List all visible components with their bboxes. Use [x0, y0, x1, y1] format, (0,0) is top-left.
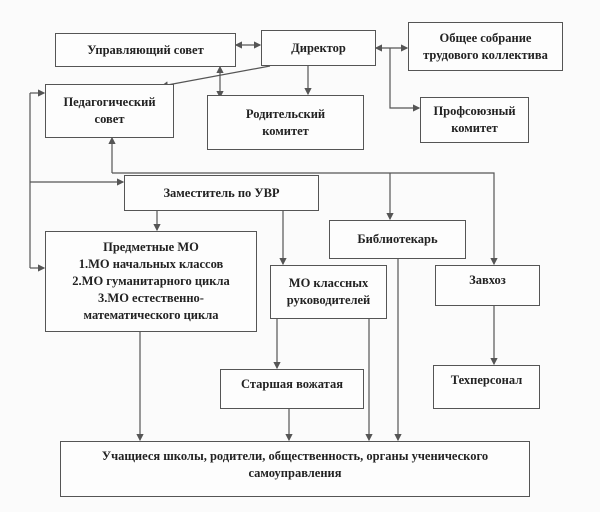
- box-label: Профсоюзный: [433, 104, 516, 118]
- subject-mo-box: Предметные МО 1.МО начальных классов 2.М…: [45, 231, 257, 332]
- box-label: математического цикла: [83, 308, 219, 322]
- box-label: комитет: [451, 121, 498, 135]
- box-label: 3.МО естественно-: [98, 291, 204, 305]
- box-label: Заместитель по УВР: [163, 185, 280, 200]
- box-label: Библиотекарь: [357, 232, 438, 246]
- box-label: Техперсонал: [450, 373, 523, 387]
- tech-staff-box: Техперсонал: [433, 365, 540, 409]
- supply-manager-box: Завхоз: [435, 265, 540, 306]
- deputy-box: Заместитель по УВР: [124, 175, 319, 211]
- librarian-box: Библиотекарь: [329, 220, 466, 259]
- box-label: Управляющий совет: [87, 42, 204, 57]
- box-label: Предметные МО: [103, 240, 199, 254]
- arrow-bus-supply: [112, 172, 498, 266]
- box-label: руководителей: [286, 293, 371, 307]
- box-label: 1.МО начальных классов: [78, 257, 224, 271]
- pedagogical-council-box: Педагогический совет: [45, 84, 174, 138]
- senior-counselor-box: Старшая вожатая: [220, 369, 364, 409]
- box-label: 2.МО гуманитарного цикла: [72, 274, 230, 288]
- box-label: МО классных: [288, 276, 369, 290]
- box-label: совет: [94, 112, 125, 126]
- box-label: комитет: [262, 123, 309, 138]
- box-label: Старшая вожатая: [241, 377, 343, 391]
- box-label: Директор: [291, 40, 346, 55]
- box-label: Общее собрание: [439, 30, 532, 45]
- box-label: Педагогический: [63, 95, 156, 109]
- box-label: Учащиеся школы, родители, общественность…: [101, 449, 489, 463]
- box-label: трудового коллектива: [423, 47, 548, 62]
- arrow-director-union: [389, 48, 421, 112]
- box-label: Родительский: [245, 106, 326, 121]
- arrow-director-pedcouncil: [160, 65, 271, 89]
- box-label: Завхоз: [469, 273, 506, 287]
- governing-council-box: Управляющий совет: [55, 33, 236, 67]
- class-teachers-mo-box: МО классных руководителей: [270, 265, 387, 319]
- box-label: самоуправления: [248, 466, 342, 480]
- parent-committee-box: Родительский комитет: [207, 95, 364, 150]
- students-box: Учащиеся школы, родители, общественность…: [60, 441, 530, 497]
- trade-union-box: Профсоюзный комитет: [420, 97, 529, 143]
- director-box: Директор: [261, 30, 376, 66]
- general-meeting-box: Общее собрание трудового коллектива: [408, 22, 563, 71]
